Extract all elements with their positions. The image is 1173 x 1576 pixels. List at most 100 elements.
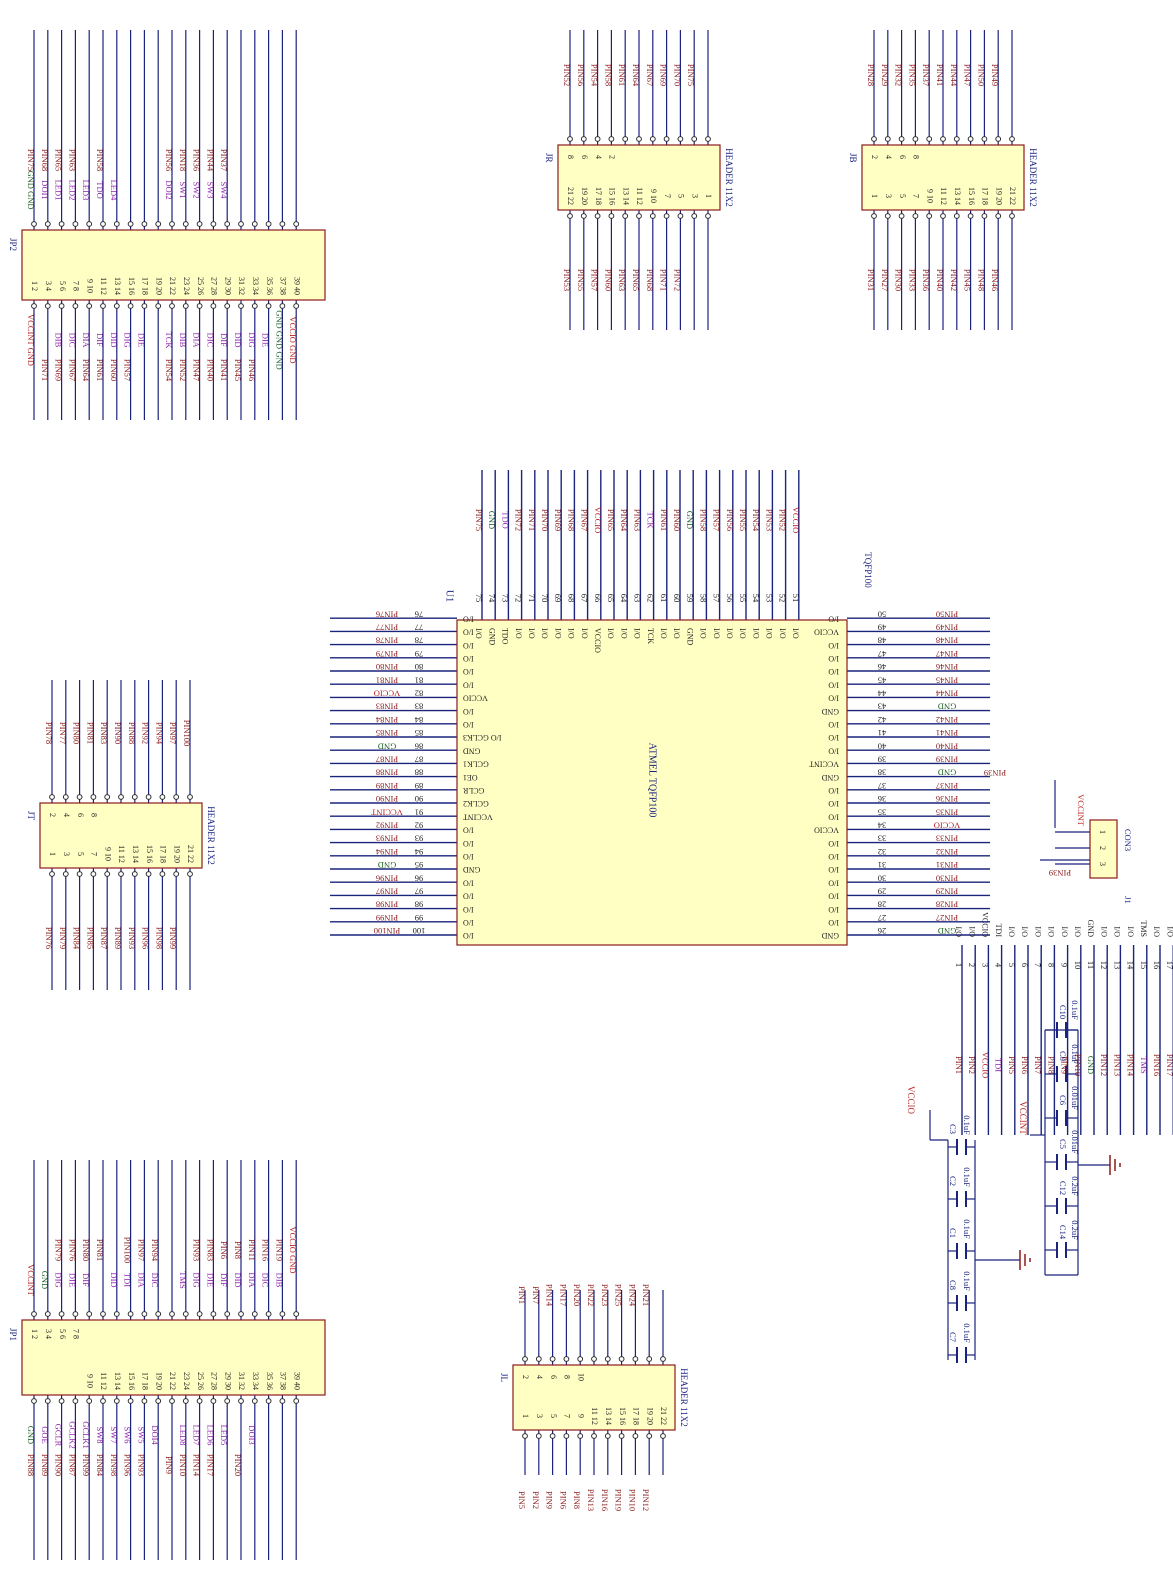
jt-pin-end xyxy=(76,871,83,877)
jp1-bottom-net: PIN89 xyxy=(40,1454,50,1476)
jt-top-net: PIN92 xyxy=(141,722,151,744)
u1-pin-number: 81 xyxy=(415,675,424,685)
u1-pin-function: I/O xyxy=(1033,926,1042,937)
u1-ref: U1 xyxy=(444,590,455,602)
jp1-top-signal: DIG xyxy=(192,1272,202,1287)
u1-pin-function: I/O xyxy=(828,918,839,927)
jp1-top-net: VCCIO GND xyxy=(288,1227,298,1274)
jp1-pin-end xyxy=(72,1311,79,1317)
jr-pin-number: 6 xyxy=(580,155,589,159)
jp2-pin-end xyxy=(169,221,175,227)
u1-pin-function: TDO xyxy=(501,628,510,645)
jp1-ref: JP1 xyxy=(8,1328,18,1341)
u1-body xyxy=(456,619,848,946)
jp1-top-net: PIN97 xyxy=(136,1239,146,1261)
jp1-pin-end xyxy=(182,1311,189,1317)
caps-vccint-ref: C9 xyxy=(1058,1051,1068,1061)
jp2-pin-end xyxy=(58,221,65,227)
jp2-pin-end xyxy=(72,221,79,227)
u1-right-net: PIN27 xyxy=(936,913,958,923)
jp1-top-net: PIN83 xyxy=(205,1239,215,1261)
jp1-top-signal: DIF xyxy=(219,1273,229,1287)
u1-pin-function: I/O xyxy=(712,628,721,639)
u1-pin-number: 93 xyxy=(415,834,424,844)
u1-pin-number: 63 xyxy=(632,594,642,603)
u1-pin-number: 56 xyxy=(725,594,735,603)
jb-bottom-net: PIN27 xyxy=(880,269,890,291)
jr-top-net: PIN70 xyxy=(672,64,682,86)
u1-pin-function: TCK xyxy=(646,628,655,644)
jb-pin-end xyxy=(898,213,905,219)
u1-left-net: PIN88 xyxy=(376,768,398,778)
jr-pin-end xyxy=(663,213,670,219)
jb-top-net: PIN35 xyxy=(907,64,917,86)
jp2-bottom-signal: DIG xyxy=(247,332,257,347)
u1-pin-function: I/O xyxy=(463,852,474,861)
jp1-top-net: PIN76 xyxy=(67,1239,77,1261)
jp2-bottom-signal: DIB xyxy=(178,333,188,348)
jt-pin-number: 2 xyxy=(48,813,57,817)
jp2-pin-number: 29 30 xyxy=(223,277,232,295)
jp2-top-signal: SW1 xyxy=(178,182,188,199)
u1-top-net: VCCIO xyxy=(593,507,603,533)
jp1-pin-end xyxy=(155,1398,162,1404)
jp2-bottom-net: PIN46 xyxy=(247,359,257,381)
u1-pin-number: 28 xyxy=(878,900,887,910)
jl-pin-end xyxy=(646,1356,653,1362)
jl-bottom-net: PIN19 xyxy=(614,1489,624,1511)
jp2-pin-end xyxy=(293,221,300,227)
jr-pin-end xyxy=(636,136,642,142)
jr-pin-end xyxy=(677,213,684,219)
jp2-pin-end xyxy=(31,221,37,227)
jp1-pin-number: 11 12 xyxy=(99,1372,108,1390)
jp1-pin-number: 21 22 xyxy=(168,1372,177,1390)
u1-left-net: PIN93 xyxy=(376,834,398,844)
jp1-pin-end xyxy=(196,1311,203,1317)
jp1-pin-end xyxy=(293,1398,300,1404)
u1-pin-number: 48 xyxy=(878,636,887,646)
u1-pin-function: I/O xyxy=(540,628,549,639)
u1-right-net: PIN31 xyxy=(936,860,958,870)
jp2-top-signal: LED3 xyxy=(81,180,91,201)
jb-bottom-net: PIN42 xyxy=(949,269,959,291)
u1-pin-function: I/O xyxy=(553,628,562,639)
jt-pin-number: 4 xyxy=(62,813,71,817)
jt-top-net: PIN81 xyxy=(85,722,95,744)
jb-bottom-net: PIN33 xyxy=(907,269,917,291)
u1-right-net: PIN36 xyxy=(936,794,958,804)
u1-pin-function: I/O xyxy=(828,680,839,689)
jl-bottom-net: PIN12 xyxy=(641,1489,651,1511)
u1-pin-function: I/O xyxy=(954,926,963,937)
jp2-pin-end xyxy=(265,303,272,309)
u1-pin-function: I/O xyxy=(967,926,976,937)
caps-vccio-value: 0.1uF xyxy=(962,1323,972,1343)
u1-pin-function: I/O xyxy=(828,799,839,808)
jl-pin-number: 9 xyxy=(576,1414,585,1418)
u1-pin-number: 76 xyxy=(415,609,424,619)
caps-vccint-ref: C6 xyxy=(1058,1095,1068,1105)
jt-top-net: PIN97 xyxy=(168,722,178,744)
caps-vccio-ref: C2 xyxy=(948,1176,958,1186)
u1-pin-function: I/O xyxy=(659,628,668,639)
jb-pin-end xyxy=(1009,213,1015,219)
jp2-top-signal: LED4 xyxy=(109,180,119,202)
u1-right-net: PIN45 xyxy=(936,675,958,685)
jr-pin-end xyxy=(677,136,684,142)
jp2-pin-number: 21 22 xyxy=(168,277,177,295)
jp2-pin-end xyxy=(141,221,148,227)
u1-pin-function: GND xyxy=(463,865,481,874)
jl-pin-end xyxy=(535,1433,542,1439)
jr-bottom-net: PIN60 xyxy=(603,269,613,291)
jl-pin-end xyxy=(632,1433,639,1439)
u1-right-net: VCCIO xyxy=(934,820,960,830)
u1-pin-function: I/O xyxy=(828,654,839,663)
u1-bottom-net: PIN7 xyxy=(1033,1056,1043,1074)
u1-left-net: PIN81 xyxy=(376,675,398,685)
u1-pin-function: GCLK2 xyxy=(463,799,489,808)
u1-left-net: PIN99 xyxy=(376,913,398,923)
jt-top-net: PIN90 xyxy=(113,722,123,744)
jp2-pin-number: 39 40 xyxy=(292,277,301,295)
jr-pin-end xyxy=(594,213,601,219)
u1-left-net: PIN92 xyxy=(376,820,398,830)
jt-top-net: PIN83 xyxy=(99,722,109,744)
